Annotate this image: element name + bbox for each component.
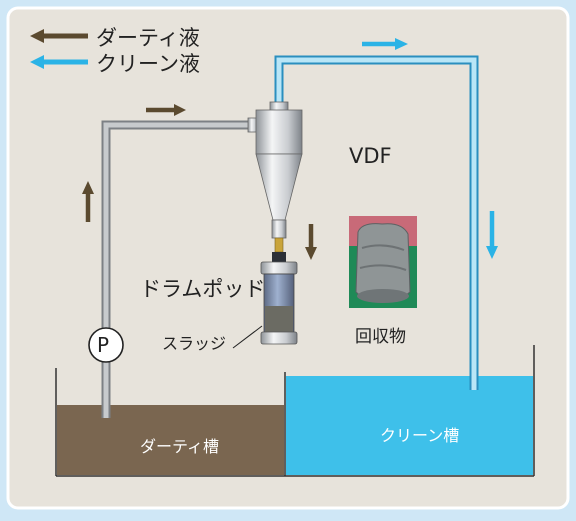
vdf-valve (274, 237, 284, 253)
legend-arrows (30, 29, 88, 69)
drum-pod-fitting (272, 252, 286, 262)
sludge-label: スラッジ (162, 334, 227, 353)
legend-dirty-label: ダーティ液 (96, 26, 200, 50)
clean-tank-liquid (286, 376, 533, 475)
pump-symbol (88, 327, 124, 363)
drum-pod-label: ドラムポッド (140, 277, 266, 301)
clean-tank-label: クリーン槽 (380, 426, 460, 445)
sludge-leader-line (232, 325, 263, 349)
recovered-photo (349, 216, 417, 308)
clean-pipe (274, 55, 479, 390)
tank-walls (55, 345, 535, 477)
drum-pod-sludge (265, 306, 293, 332)
vdf-label: VDF (349, 144, 392, 168)
pump-label: P (97, 333, 110, 357)
drum-pod-cap-top (260, 261, 298, 275)
drum-pod (260, 252, 298, 345)
vdf-separator (247, 101, 303, 253)
recovered-label: 回収物 (355, 327, 406, 347)
vdf-head (255, 109, 303, 155)
dirty-tank-liquid (57, 405, 284, 475)
vdf-outlet (271, 219, 287, 239)
dirty-tank-label: ダーティ槽 (140, 437, 220, 456)
pump (88, 327, 124, 363)
dirty-pipe (101, 120, 253, 418)
flow-arrows (82, 38, 498, 260)
legend-clean-label: クリーン液 (96, 52, 200, 76)
drum-pod-cap-bottom (260, 331, 298, 345)
